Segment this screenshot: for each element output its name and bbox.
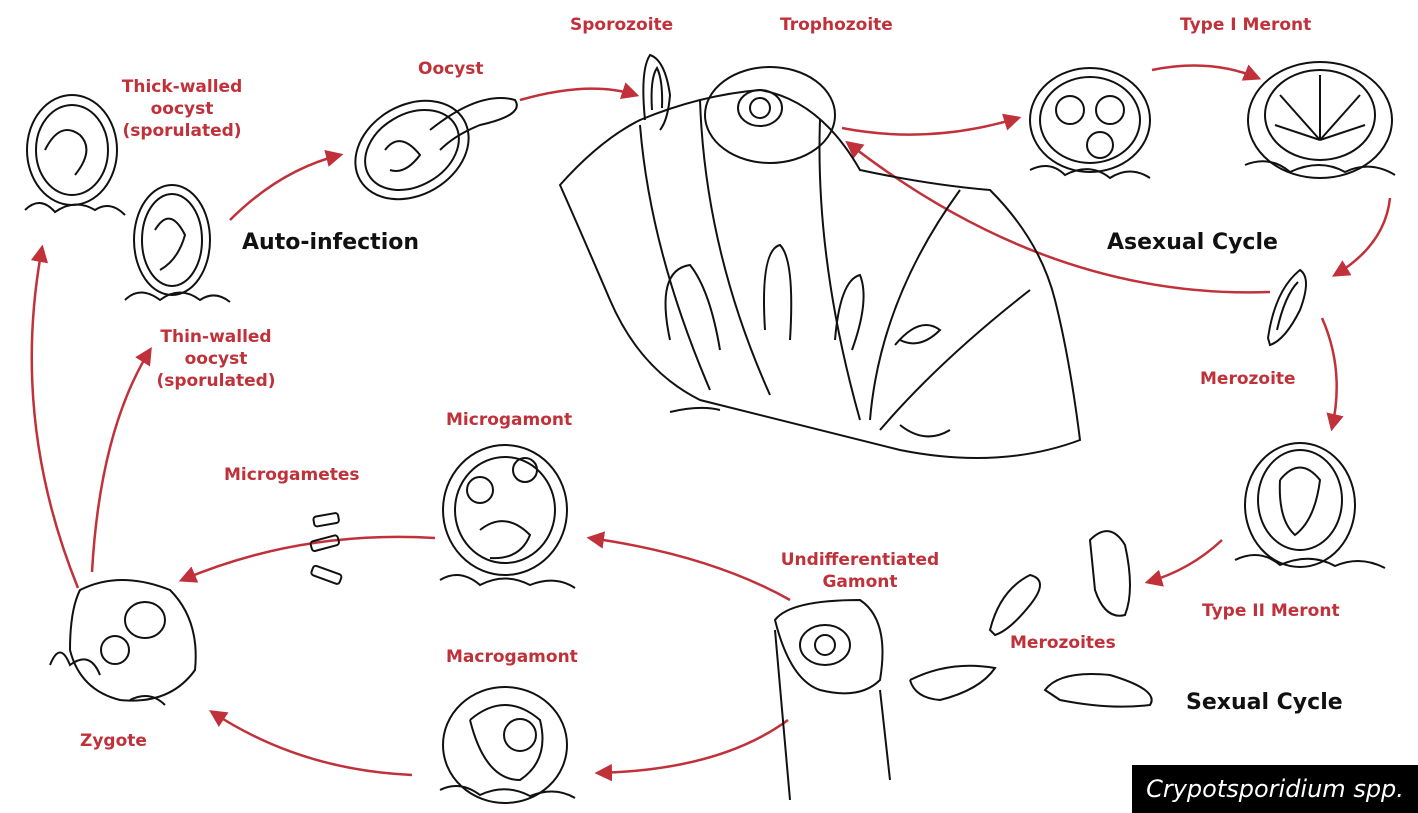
arrow-gamont-to-macrogamont xyxy=(598,720,788,773)
arrow-macrogamont-to-zygote xyxy=(212,712,412,775)
label-type-i-meront: Type I Meront xyxy=(1180,14,1311,36)
label-sporozoite: Sporozoite xyxy=(570,14,673,36)
microgamont-cell xyxy=(440,445,575,588)
merozoite-cell xyxy=(1268,270,1306,345)
label-trophozoite: Trophozoite xyxy=(780,14,893,36)
sporozoite-cell xyxy=(643,55,670,130)
species-caption: Crypotsporidium spp. xyxy=(1132,765,1418,813)
arrow-trophozoite-to-type-i xyxy=(842,118,1018,135)
type-ii-meront-cell xyxy=(1235,443,1385,568)
label-undifferentiated-gamont: Undifferentiated Gamont xyxy=(770,549,950,593)
label-oocyst: Oocyst xyxy=(418,58,484,80)
merozoites-cells xyxy=(990,531,1152,707)
label-microgamont: Microgamont xyxy=(446,409,572,431)
zygote-cell xyxy=(50,580,196,705)
arrow-oocyst-to-sporozoite xyxy=(520,89,636,100)
label-type-ii-meront: Type II Meront xyxy=(1202,600,1340,622)
label-merozoite: Merozoite xyxy=(1200,368,1296,390)
label-microgametes: Microgametes xyxy=(224,464,360,486)
macrogamont-cell xyxy=(440,687,575,803)
label-thick-walled-oocyst: Thick-walled oocyst (sporulated) xyxy=(112,76,252,142)
label-macrogamont: Macrogamont xyxy=(446,646,578,668)
undifferentiated-gamont-cell xyxy=(775,600,995,800)
title-asexual-cycle: Asexual Cycle xyxy=(1107,230,1278,255)
title-auto-infection: Auto-infection xyxy=(242,230,419,255)
arrow-gamont-to-microgamont xyxy=(590,538,790,600)
type-i-meront-mature-cell xyxy=(1245,62,1395,178)
label-zygote: Zygote xyxy=(80,730,147,752)
arrow-zygote-to-thin xyxy=(92,350,150,572)
arrow-type-i-to-type-i-mature xyxy=(1152,66,1258,79)
label-merozoites: Merozoites xyxy=(1010,632,1116,654)
oocyst-cell xyxy=(338,81,517,219)
microgametes-cells xyxy=(310,513,342,585)
arrow-auto-infection xyxy=(230,155,340,220)
title-sexual-cycle: Sexual Cycle xyxy=(1186,690,1343,715)
label-thin-walled-oocyst: Thin-walled oocyst (sporulated) xyxy=(146,326,286,392)
arrow-type-i-to-merozoite xyxy=(1335,198,1390,275)
arrow-merozoite-to-type-ii xyxy=(1322,318,1337,428)
arrow-zygote-to-thick xyxy=(32,248,78,588)
arrow-microgametes-to-zygote xyxy=(182,537,435,580)
type-i-meront-early-cell xyxy=(1030,68,1150,178)
thick-walled-oocyst-cell xyxy=(25,95,125,215)
arrow-type-ii-to-merozoites xyxy=(1148,540,1222,582)
thin-walled-oocyst-cell xyxy=(125,185,230,302)
